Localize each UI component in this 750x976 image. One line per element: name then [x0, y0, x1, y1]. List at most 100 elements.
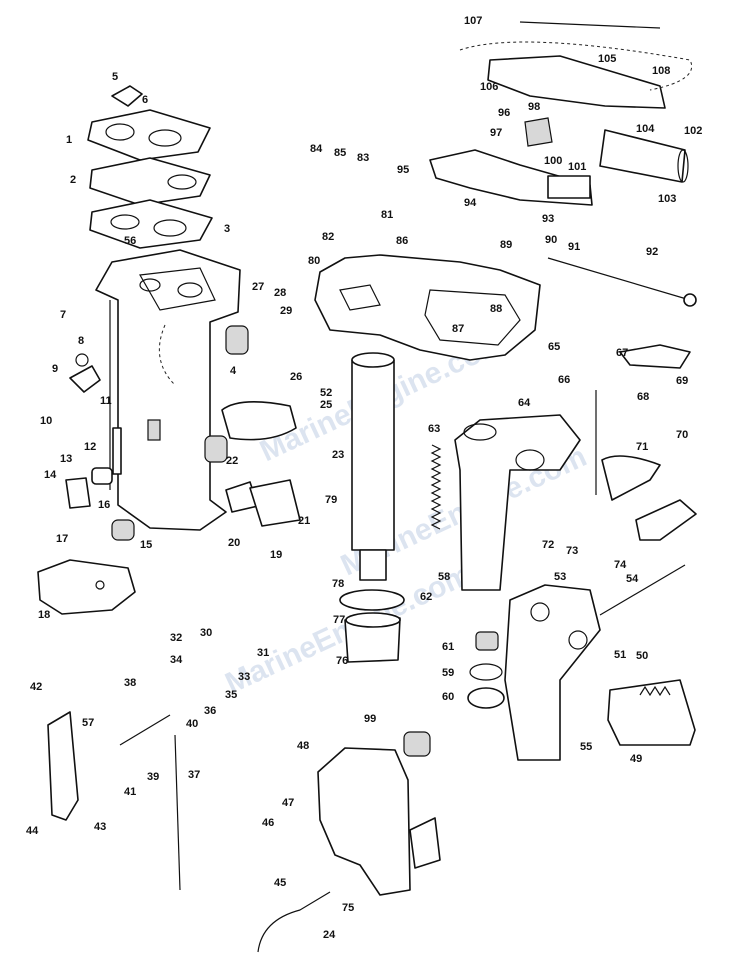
callout-99: 99: [364, 713, 376, 725]
callout-60: 60: [442, 691, 454, 703]
callout-39: 39: [147, 771, 159, 783]
callout-61: 61: [442, 641, 454, 653]
exhaust-housing: [95, 249, 241, 531]
bolt-54: [599, 564, 686, 616]
callout-49: 49: [630, 753, 642, 765]
callout-100: 100: [544, 155, 562, 167]
callout-45: 45: [274, 877, 286, 889]
callout-32: 32: [170, 632, 182, 644]
callout-67: 67: [616, 347, 628, 359]
callout-85: 85: [334, 147, 346, 159]
callout-82: 82: [322, 231, 334, 243]
callout-22: 22: [226, 455, 238, 467]
callout-58: 58: [438, 571, 450, 583]
lever-74: [635, 499, 697, 541]
callout-92: 92: [646, 246, 658, 258]
dash-path-105: [459, 41, 692, 91]
callout-90: 90: [545, 234, 557, 246]
clamp-bracket-53: [504, 584, 601, 761]
cable-107: [519, 21, 661, 29]
callout-9: 9: [52, 363, 58, 375]
callout-13: 13: [60, 453, 72, 465]
callout-10: 10: [40, 415, 52, 427]
steering-tube-79: [351, 352, 395, 581]
callout-63: 63: [428, 423, 440, 435]
clamp-25: [221, 401, 297, 441]
callout-20: 20: [228, 537, 240, 549]
swivel-bracket-80: [314, 254, 541, 361]
throttle-shaft-105: [487, 55, 666, 109]
bracket-13: [65, 477, 91, 509]
sleeve-98: [524, 117, 553, 147]
callout-23: 23: [332, 449, 344, 461]
gasket-middle: [89, 157, 211, 206]
callout-98: 98: [528, 101, 540, 113]
callout-83: 83: [357, 152, 369, 164]
callout-71: 71: [636, 441, 648, 453]
callout-46: 46: [262, 817, 274, 829]
rod-11: [112, 427, 122, 475]
callout-65: 65: [548, 341, 560, 353]
callout-68: 68: [637, 391, 649, 403]
callout-6: 6: [142, 94, 148, 106]
callout-40: 40: [186, 718, 198, 730]
gasket-top: [87, 109, 211, 161]
callout-30: 30: [200, 627, 212, 639]
callout-64: 64: [518, 397, 531, 409]
callout-76: 76: [336, 655, 348, 667]
callout-51: 51: [614, 649, 626, 661]
callout-81: 81: [381, 209, 393, 221]
callout-57: 57: [82, 717, 94, 729]
callout-35: 35: [225, 689, 237, 701]
callout-43: 43: [94, 821, 106, 833]
callout-48: 48: [297, 740, 309, 752]
callout-104: 104: [636, 123, 655, 135]
tiller-handle-94: [429, 149, 593, 206]
cover-17: [37, 559, 136, 615]
callout-41: 41: [124, 786, 136, 798]
callout-29: 29: [280, 305, 292, 317]
callout-27: 27: [252, 281, 264, 293]
rubber-mount-mid: [204, 435, 228, 463]
bushing-77: [339, 589, 405, 663]
callout-21: 21: [298, 515, 310, 527]
callout-89: 89: [500, 239, 512, 251]
callout-2: 2: [70, 174, 76, 186]
grip-102: [599, 129, 689, 183]
callout-19: 19: [270, 549, 282, 561]
callout-56: 56: [124, 235, 136, 247]
callout-96: 96: [498, 107, 510, 119]
callout-77: 77: [333, 614, 345, 626]
callout-24: 24: [323, 929, 336, 941]
callout-33: 33: [238, 671, 250, 683]
callout-86: 86: [396, 235, 408, 247]
callout-15: 15: [140, 539, 152, 551]
shroud-21: [249, 479, 301, 527]
callout-7: 7: [60, 309, 66, 321]
callout-26: 26: [290, 371, 302, 383]
callout-42: 42: [30, 681, 42, 693]
callout-108: 108: [652, 65, 670, 77]
rod-37: [174, 734, 181, 891]
callout-91: 91: [568, 241, 580, 253]
callout-73: 73: [566, 545, 578, 557]
callout-31: 31: [257, 647, 269, 659]
bearing-61: [467, 631, 505, 709]
cover-plate: [111, 85, 143, 107]
gasket-lower: [89, 199, 213, 249]
shaft-92: [547, 257, 697, 307]
drain-plug-8: [69, 353, 101, 393]
callout-3: 3: [224, 223, 230, 235]
callout-97: 97: [490, 127, 502, 139]
callout-106: 106: [480, 81, 498, 93]
rubber-mount-low: [111, 519, 135, 541]
spring-63: [430, 444, 442, 530]
callout-88: 88: [490, 303, 502, 315]
callout-62: 62: [420, 591, 432, 603]
callout-37: 37: [188, 769, 200, 781]
callout-69: 69: [676, 375, 688, 387]
callout-28: 28: [274, 287, 286, 299]
callout-52: 52: [320, 387, 332, 399]
callout-25: 25: [320, 399, 332, 411]
